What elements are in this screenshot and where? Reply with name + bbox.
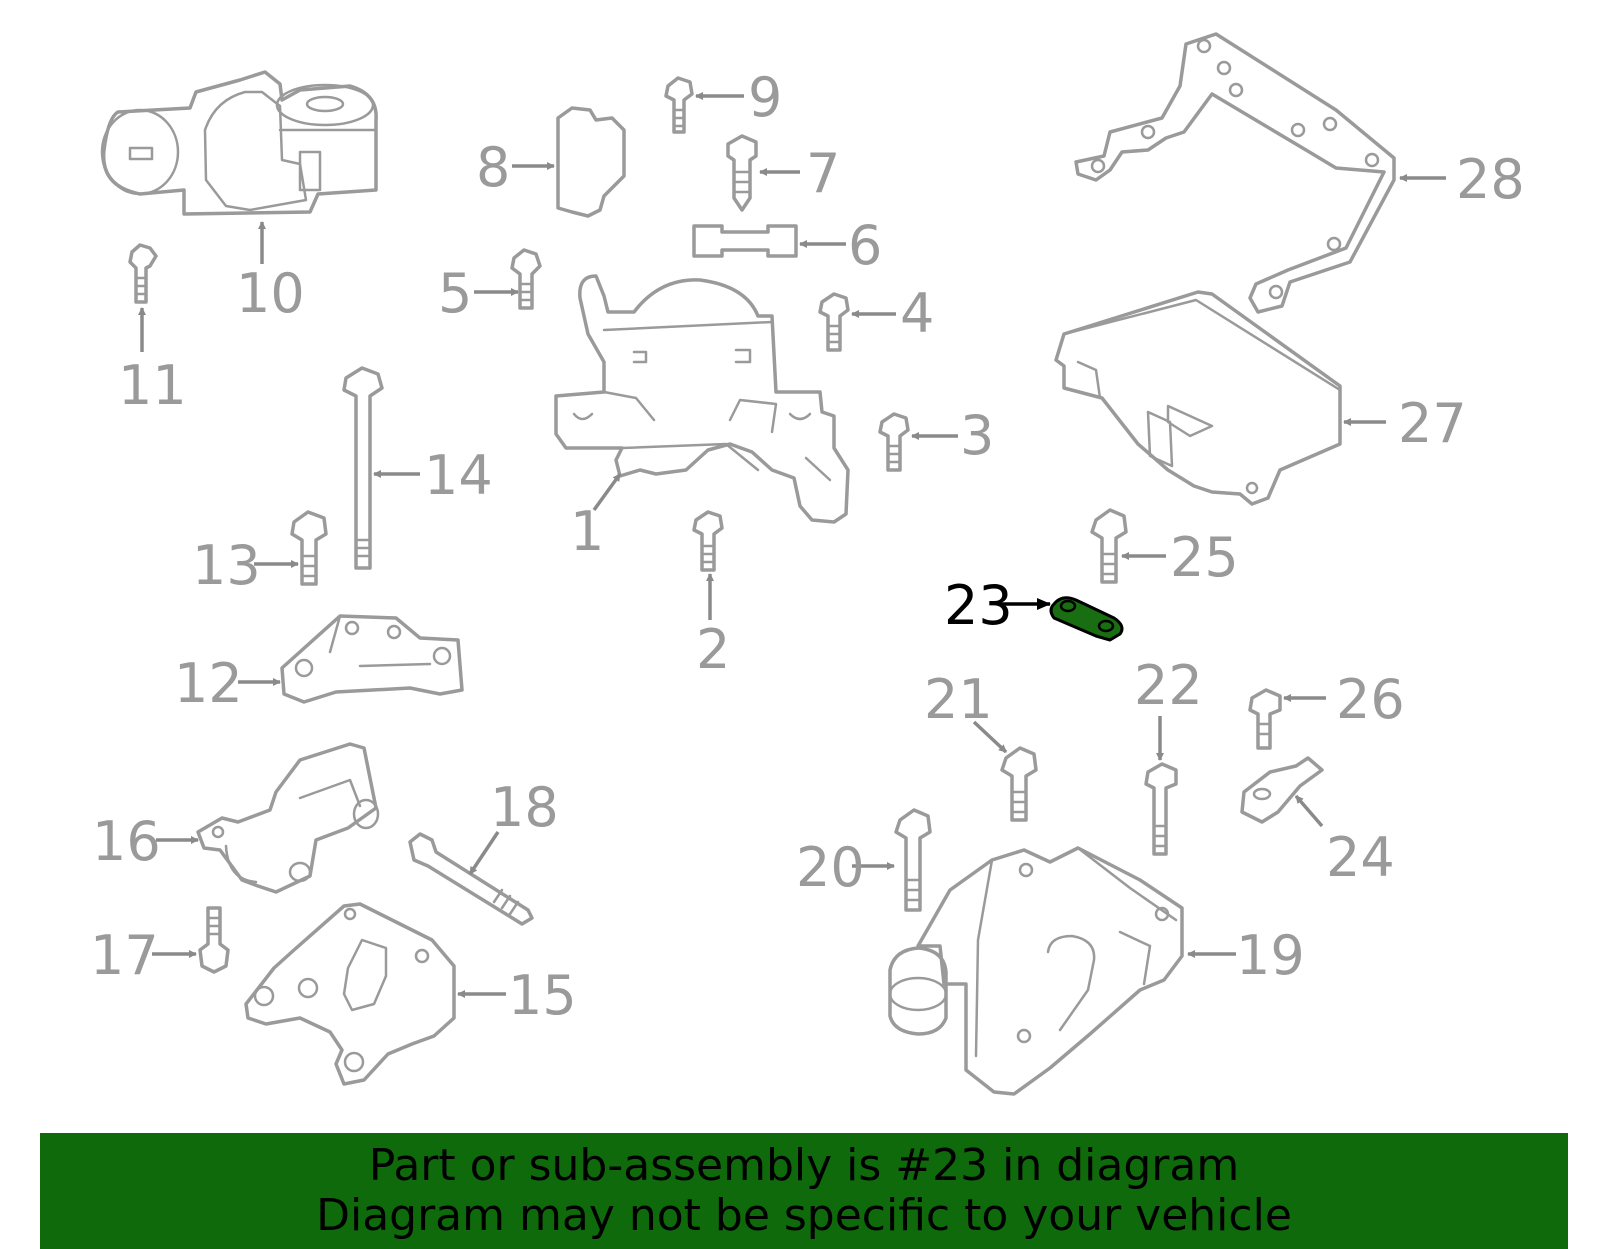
part-8-bracket[interactable] [556, 106, 626, 218]
callout-23-highlighted: 23 [944, 574, 1013, 637]
part-23-plate-highlighted[interactable] [1049, 596, 1124, 642]
callout-17: 17 [90, 924, 159, 987]
part-25-bolt[interactable] [1090, 508, 1128, 584]
part-21-bolt[interactable] [1000, 746, 1038, 822]
part-11-bolt[interactable] [128, 243, 158, 304]
part-18-long-bolt[interactable] [408, 832, 534, 926]
callout-6: 6 [848, 214, 882, 277]
callout-21: 21 [924, 668, 993, 731]
callout-5: 5 [438, 262, 472, 325]
callout-labels: 1 2 3 4 5 6 7 8 9 10 11 12 13 14 15 16 1… [90, 66, 1525, 1027]
callout-13: 13 [192, 534, 261, 597]
part-9-bolt[interactable] [664, 76, 694, 134]
banner-line-part: Part or sub-assembly is #23 in diagram [368, 1140, 1240, 1191]
part-2-bolt[interactable] [692, 510, 724, 572]
part-10-motor-assembly[interactable] [100, 70, 378, 216]
part-3-bolt[interactable] [878, 412, 910, 472]
callout-22: 22 [1134, 654, 1203, 717]
callout-27: 27 [1398, 392, 1467, 455]
part-17-bolt[interactable] [198, 906, 230, 974]
part-5-bolt[interactable] [510, 248, 542, 310]
part-20-bolt[interactable] [894, 808, 932, 912]
part-4-bolt[interactable] [818, 292, 850, 352]
callout-4: 4 [900, 282, 934, 345]
callout-3: 3 [960, 404, 994, 467]
callout-26: 26 [1336, 668, 1405, 731]
callout-2: 2 [696, 618, 730, 681]
callout-14: 14 [424, 444, 493, 507]
callout-15: 15 [508, 964, 577, 1027]
info-banner: Part or sub-assembly is #23 in diagram D… [40, 1133, 1568, 1249]
part-7-screw[interactable] [726, 134, 758, 212]
callout-10: 10 [236, 262, 305, 325]
callout-9: 9 [748, 66, 782, 129]
part-16-sensor-mount[interactable] [196, 742, 380, 894]
callout-7: 7 [806, 142, 840, 205]
part-22-bolt[interactable] [1144, 762, 1178, 856]
part-27-control-module[interactable] [1054, 290, 1342, 506]
callout-12: 12 [174, 652, 243, 715]
callout-25: 25 [1170, 526, 1239, 589]
callout-11: 11 [118, 354, 187, 417]
part-1-mount-bracket[interactable] [554, 274, 850, 524]
callout-18: 18 [490, 776, 559, 839]
callout-1: 1 [570, 500, 604, 563]
part-12-bracket[interactable] [280, 614, 464, 704]
callout-19: 19 [1236, 924, 1305, 987]
leader-arrows [138, 92, 1446, 998]
part-19-transmission-mount[interactable] [888, 846, 1184, 1096]
callout-24: 24 [1326, 826, 1395, 889]
callout-16: 16 [92, 810, 161, 873]
callout-28: 28 [1456, 148, 1525, 211]
part-14-long-bolt[interactable] [342, 366, 384, 570]
part-15-mount-plate[interactable] [244, 902, 456, 1086]
banner-line-disclaimer: Diagram may not be specific to your vehi… [316, 1190, 1292, 1241]
part-6-plate[interactable] [692, 224, 798, 258]
part-28-frame-bracket[interactable] [1074, 32, 1396, 314]
callout-20: 20 [796, 836, 865, 899]
part-24-clip[interactable] [1240, 756, 1324, 824]
callout-8: 8 [476, 136, 510, 199]
part-26-bolt[interactable] [1248, 688, 1282, 750]
part-13-bolt[interactable] [290, 510, 328, 586]
